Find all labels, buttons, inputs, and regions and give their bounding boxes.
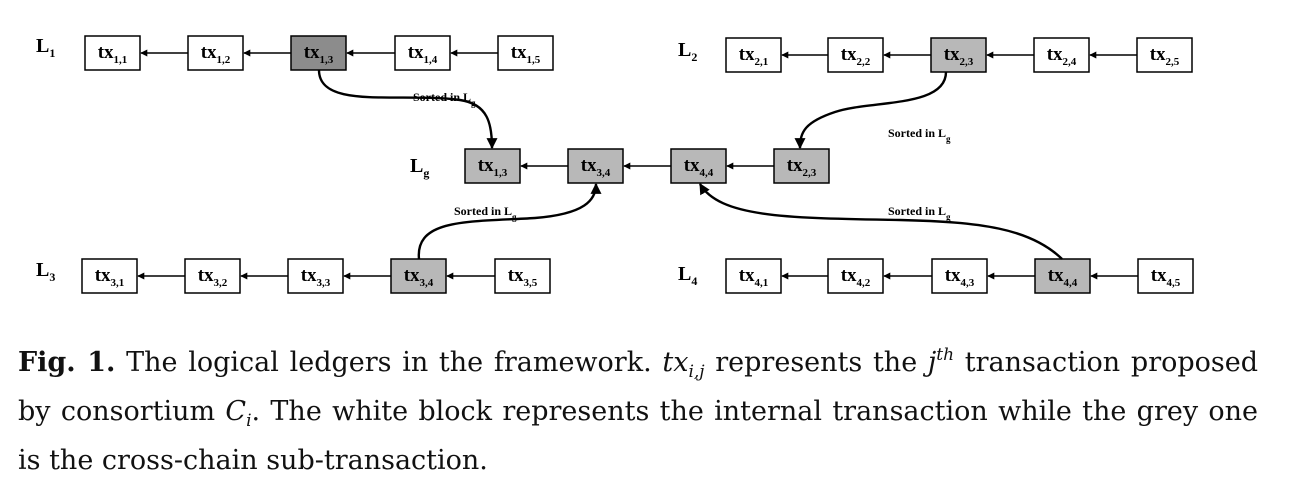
tx-block-label-3-5: tx3,5 <box>508 265 538 289</box>
tx-block-label-2-4: tx2,4 <box>1047 44 1077 68</box>
tx-block-label-2-3: tx2,3 <box>787 155 817 179</box>
ledger-lg: Lg tx1,3 tx3,4 tx4,4 tx2,3 <box>410 148 830 184</box>
tx-block-label-3-4: tx3,4 <box>581 155 611 179</box>
tx-block-label-4-4: tx4,4 <box>684 155 714 179</box>
tx-block-label-2-1: tx2,1 <box>739 44 769 68</box>
tx-block-label-1-1: tx1,1 <box>98 42 128 66</box>
tx-block-1-2 <box>187 35 244 71</box>
sorted-arrow-2 <box>794 71 948 150</box>
ledger-l4: L4 tx4,1 tx4,2 tx4,3 tx4,4 tx4,5 <box>678 258 1194 294</box>
tx-block-label-1-3: tx1,3 <box>304 42 334 66</box>
caption-text-4: . The white block represents the interna… <box>18 396 1259 476</box>
tx-block-label-4-5: tx4,5 <box>1151 265 1181 289</box>
tx-block-label-1-2: tx1,2 <box>201 42 231 66</box>
tx-block-4-1 <box>725 258 782 294</box>
tx-block-3-5 <box>494 258 551 294</box>
tx-block-2-2 <box>827 37 884 73</box>
tx-block-label-1-3: tx1,3 <box>478 155 508 179</box>
sorted-label-2: Sorted in Lg <box>888 126 951 144</box>
caption-tx: tx <box>662 347 689 378</box>
tx-block-1-4 <box>394 35 451 71</box>
tx-block-label-3-1: tx3,1 <box>95 265 125 289</box>
tx-block-label-3-4: tx3,4 <box>404 265 434 289</box>
ledger-l2-label: L2 <box>678 39 697 64</box>
caption-j-sup: th <box>936 345 955 365</box>
sorted-label-3: Sorted in Lg <box>454 204 517 222</box>
tx-block-label-2-3: tx2,3 <box>944 44 974 68</box>
tx-block-3-1 <box>81 258 138 294</box>
caption-c-symbol: Ci <box>225 396 251 431</box>
caption-c-sub: i <box>246 411 252 431</box>
ledger-l4-label: L4 <box>678 263 697 288</box>
tx-block-2-4 <box>1033 37 1090 73</box>
sorted-label-4: Sorted in Lg <box>888 204 951 222</box>
ledger-l2: L2 tx2,1 tx2,2 tx2,3 tx2,4 tx2,5 <box>678 37 1193 73</box>
caption-text-1: The logical ledgers in the framework. <box>115 347 663 378</box>
caption-c: C <box>225 396 247 427</box>
sorted-arrow-1 <box>317 69 498 150</box>
ledger-l3: L3 tx3,1 tx3,2 tx3,3 tx3,4 tx3,5 <box>36 258 551 294</box>
sorted-arrow-3 <box>417 182 602 260</box>
caption-tx-symbol: txi,j <box>662 347 704 382</box>
tx-block-1-3 <box>290 35 347 71</box>
tx-block-label-4-2: tx4,2 <box>841 265 871 289</box>
caption-text-3: transaction proposed by consortium <box>18 347 1259 427</box>
ledger-diagram: L1 tx1,1 tx1,2 tx1,3 tx1,4 tx1,5 L2 tx2,1 tx2,2 t… <box>36 35 1194 294</box>
figure-caption: Fig. 1. The logical ledgers in the frame… <box>18 336 1258 480</box>
caption-text-2: represents the <box>704 347 928 378</box>
caption-j: j <box>927 347 937 378</box>
ledger-lg-label: Lg <box>410 155 429 180</box>
tx-block-1-1 <box>84 35 141 71</box>
caption-tx-sub: i,j <box>688 362 705 382</box>
tx-block-2-1 <box>725 37 782 73</box>
tx-block-label-4-4: tx4,4 <box>1048 265 1078 289</box>
ledger-l1: L1 tx1,1 tx1,2 tx1,3 tx1,4 tx1,5 <box>36 35 554 71</box>
tx-block-1-5 <box>497 35 554 71</box>
tx-block-2-3 <box>930 37 987 73</box>
tx-block-1-3 <box>464 148 521 184</box>
ledger-l3-label: L3 <box>36 259 55 284</box>
tx-block-label-2-2: tx2,2 <box>841 44 871 68</box>
caption-j-symbol: jth <box>927 345 955 378</box>
ledger-l1-label: L1 <box>36 35 55 60</box>
sorted-label-1: Sorted in Lg <box>413 90 476 108</box>
tx-block-label-4-3: tx4,3 <box>945 265 975 289</box>
tx-block-label-1-4: tx1,4 <box>408 42 438 66</box>
tx-block-4-4 <box>670 148 727 184</box>
sorted-arrow-4 <box>698 183 1063 260</box>
tx-block-label-1-5: tx1,5 <box>511 42 541 66</box>
tx-block-4-2 <box>827 258 884 294</box>
tx-block-4-4 <box>1034 258 1091 294</box>
tx-block-label-2-5: tx2,5 <box>1150 44 1180 68</box>
tx-block-label-3-2: tx3,2 <box>198 265 228 289</box>
tx-block-label-3-3: tx3,3 <box>301 265 331 289</box>
tx-block-label-4-1: tx4,1 <box>739 265 769 289</box>
caption-fig-label: Fig. 1. <box>18 347 116 378</box>
